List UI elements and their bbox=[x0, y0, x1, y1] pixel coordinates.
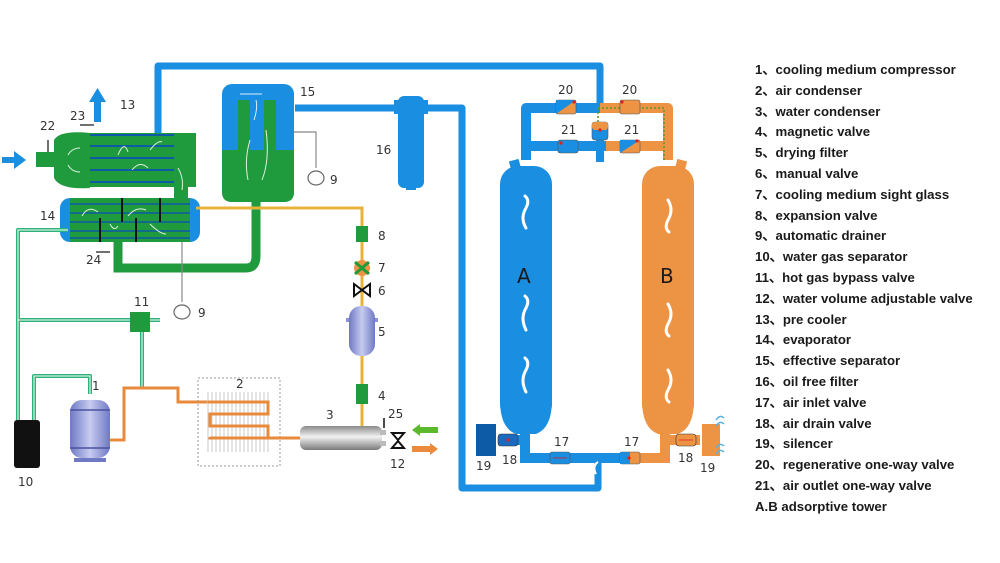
label-9-upper: 9 bbox=[330, 173, 338, 187]
dryer-flow-diagram: 1 2 3 4 5 6 7 8 9 9 10 11 12 13 14 15 16… bbox=[2, 62, 725, 492]
hot-gas-bypass-valve bbox=[130, 312, 150, 332]
legend-item: 4、magnetic valve bbox=[755, 124, 871, 140]
legend-item: 6、manual valve bbox=[755, 165, 859, 181]
regenerative-valve-left bbox=[555, 99, 577, 115]
legend-item: 16、oil free filter bbox=[755, 373, 859, 389]
tower-a bbox=[500, 158, 552, 454]
legend-item: 14、evaporator bbox=[755, 332, 852, 348]
magnetic-valve bbox=[356, 384, 368, 404]
manual-valve bbox=[353, 282, 371, 298]
automatic-drainer-lower bbox=[173, 242, 191, 320]
legend-item: 12、water volume adjustable valve bbox=[755, 290, 973, 306]
label-4: 4 bbox=[378, 389, 386, 403]
legend-item: 20、regenerative one-way valve bbox=[755, 457, 955, 473]
label-18-left: 18 bbox=[502, 453, 517, 467]
legend: 1、cooling medium compressor 2、air conden… bbox=[755, 60, 1000, 518]
label-2: 2 bbox=[236, 377, 244, 391]
tower-b bbox=[642, 158, 694, 454]
legend-item: A.B adsorptive tower bbox=[755, 498, 887, 514]
legend-item: 11、hot gas bypass valve bbox=[755, 269, 915, 285]
label-21-left: 21 bbox=[561, 123, 576, 137]
legend-item: 10、water gas separator bbox=[755, 249, 908, 265]
label-1: 1 bbox=[92, 379, 100, 393]
legend-item: 1、cooling medium compressor bbox=[755, 62, 956, 77]
legend-item: 3、water condenser bbox=[755, 103, 881, 119]
evaporator bbox=[60, 198, 200, 242]
label-24: 24 bbox=[86, 253, 101, 267]
hot-gas-line bbox=[110, 386, 208, 442]
refrigerant-air-pipe bbox=[113, 200, 261, 273]
label-20-left: 20 bbox=[558, 83, 573, 97]
label-23: 23 bbox=[70, 109, 85, 123]
outlet-valve-right bbox=[619, 139, 641, 154]
regenerative-valve-right bbox=[619, 99, 641, 115]
label-22: 22 bbox=[40, 119, 55, 133]
water-in-arrow bbox=[412, 424, 438, 436]
automatic-drainer-upper bbox=[294, 131, 325, 186]
legend-item: 18、air drain valve bbox=[755, 415, 872, 431]
expansion-valve bbox=[356, 226, 368, 242]
legend-item: 8、expansion valve bbox=[755, 207, 878, 223]
legend-item: 21、air outlet one-way valve bbox=[755, 477, 932, 493]
air-condenser bbox=[197, 377, 281, 467]
effective-separator bbox=[222, 84, 294, 202]
legend-item: 17、air inlet valve bbox=[755, 394, 867, 410]
air-inlet-arrow bbox=[2, 151, 26, 169]
air-pipes bbox=[154, 62, 604, 492]
legend-item: 15、effective separator bbox=[755, 353, 901, 369]
label-5: 5 bbox=[378, 325, 386, 339]
tower-b-label: B bbox=[660, 264, 674, 288]
label-3: 3 bbox=[326, 408, 334, 422]
air-drain-valve-right bbox=[675, 433, 697, 447]
label-19-right: 19 bbox=[700, 461, 715, 475]
label-19-left: 19 bbox=[476, 459, 491, 473]
liquid-line bbox=[196, 206, 364, 428]
label-21-right: 21 bbox=[624, 123, 639, 137]
label-10: 10 bbox=[18, 475, 33, 489]
legend-item: 5、drying filter bbox=[755, 145, 849, 161]
label-7: 7 bbox=[378, 261, 386, 275]
sight-glass bbox=[354, 260, 370, 276]
label-12: 12 bbox=[390, 457, 405, 471]
water-gas-separator bbox=[14, 420, 40, 468]
outlet-valve-left bbox=[557, 139, 579, 154]
air-inlet-valve-left bbox=[549, 451, 571, 465]
silencer-right bbox=[702, 415, 725, 456]
water-out-arrow bbox=[412, 443, 438, 455]
legend-item: 7、cooling medium sight glass bbox=[755, 186, 950, 202]
label-18-right: 18 bbox=[678, 451, 693, 465]
water-condenser bbox=[300, 418, 386, 450]
legend-item: 2、air condenser bbox=[755, 82, 863, 98]
legend-item: 9、automatic drainer bbox=[755, 228, 887, 244]
leader-lines bbox=[47, 124, 110, 253]
water-volume-valve bbox=[389, 432, 407, 449]
silencer-left bbox=[476, 424, 496, 456]
center-valve bbox=[591, 121, 609, 141]
label-11: 11 bbox=[134, 295, 149, 309]
label-20-right: 20 bbox=[622, 83, 637, 97]
legend-item: 13、pre cooler bbox=[755, 311, 847, 327]
legend-item: 19、silencer bbox=[755, 436, 833, 452]
air-drain-valve-left bbox=[497, 433, 519, 447]
tower-a-label: A bbox=[517, 264, 531, 288]
air-inlet-valve-right bbox=[619, 451, 641, 465]
label-25: 25 bbox=[388, 407, 403, 421]
air-outlet-arrow bbox=[89, 88, 106, 122]
drying-filter bbox=[346, 306, 378, 356]
label-14: 14 bbox=[40, 209, 55, 223]
label-16: 16 bbox=[376, 143, 391, 157]
label-6: 6 bbox=[378, 284, 386, 298]
label-17-left: 17 bbox=[554, 435, 569, 449]
compressor bbox=[70, 400, 110, 462]
oil-free-filter bbox=[394, 96, 428, 190]
label-8: 8 bbox=[378, 229, 386, 243]
label-17-right: 17 bbox=[624, 435, 639, 449]
label-9-lower: 9 bbox=[198, 306, 206, 320]
label-15: 15 bbox=[300, 85, 315, 99]
label-13: 13 bbox=[120, 98, 135, 112]
precooler bbox=[36, 132, 196, 204]
